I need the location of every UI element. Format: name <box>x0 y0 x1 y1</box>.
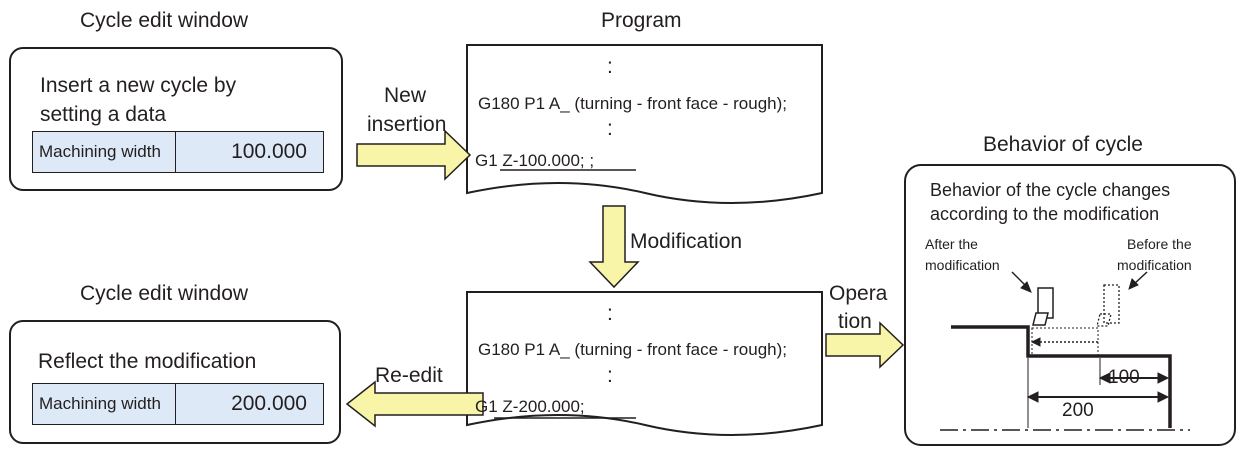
program-dots: : <box>607 117 613 140</box>
program-caption: Program <box>601 9 682 32</box>
cycle-edit-window-caption-top: Cycle edit window <box>80 9 249 32</box>
new-insertion-arrow <box>356 129 472 181</box>
machining-width-value[interactable]: 200.000 <box>231 392 307 415</box>
behavior-box <box>904 164 1236 446</box>
new-insertion-label-line2: insertion <box>367 113 447 136</box>
operation-arrow <box>825 321 905 369</box>
machining-width-value[interactable]: 100.000 <box>231 140 307 163</box>
behavior-text-line1: Behavior of the cycle changes <box>930 180 1171 200</box>
modification-label: Modification <box>630 230 743 253</box>
re-edit-arrow <box>345 380 484 428</box>
machining-drawing <box>940 271 1190 431</box>
re-edit-label: Re-edit <box>375 364 443 387</box>
modification-arrow <box>588 205 640 289</box>
program-line: G180 P1 A_ (turning - front face - rough… <box>478 340 787 359</box>
program-dots: : <box>607 55 613 78</box>
new-insertion-label-line1: New <box>384 84 427 107</box>
program-dots: : <box>607 364 613 387</box>
program-line: G180 P1 A_ (turning - front face - rough… <box>478 94 787 113</box>
operation-label-line1: Opera <box>829 282 888 305</box>
operation-label-line2: tion <box>838 310 872 333</box>
machining-width-field-top[interactable]: Machining width 100.000 <box>32 131 324 173</box>
before-modification-label-line1: Before the <box>1127 236 1192 252</box>
reflect-modification-text: Reflect the modification <box>38 350 257 373</box>
machining-width-label: Machining width <box>33 132 176 172</box>
dimension-100-label: 100 <box>1108 367 1140 388</box>
program-line: G1 Z-200.000; <box>475 397 585 416</box>
insert-cycle-text-line2: setting a data <box>40 103 167 126</box>
insert-cycle-text-line1: Insert a new cycle by <box>40 74 237 97</box>
machining-width-label: Machining width <box>33 384 176 424</box>
before-modification-label-line2: modification <box>1117 257 1192 273</box>
after-modification-label-line2: modification <box>925 257 1000 273</box>
behavior-text-line2: according to the modification <box>930 204 1160 224</box>
program-sheet-bottom <box>466 291 823 436</box>
machining-width-field-bottom[interactable]: Machining width 200.000 <box>32 383 324 425</box>
after-modification-label-line1: After the <box>925 236 978 252</box>
program-sheet-top <box>466 44 823 204</box>
program-line: G1 Z-100.000; ; <box>475 151 595 170</box>
behavior-caption: Behavior of cycle <box>983 133 1143 156</box>
cycle-edit-window-caption-bottom: Cycle edit window <box>80 282 249 305</box>
program-dots: : <box>607 302 613 325</box>
dimension-200-label: 200 <box>1062 400 1094 421</box>
